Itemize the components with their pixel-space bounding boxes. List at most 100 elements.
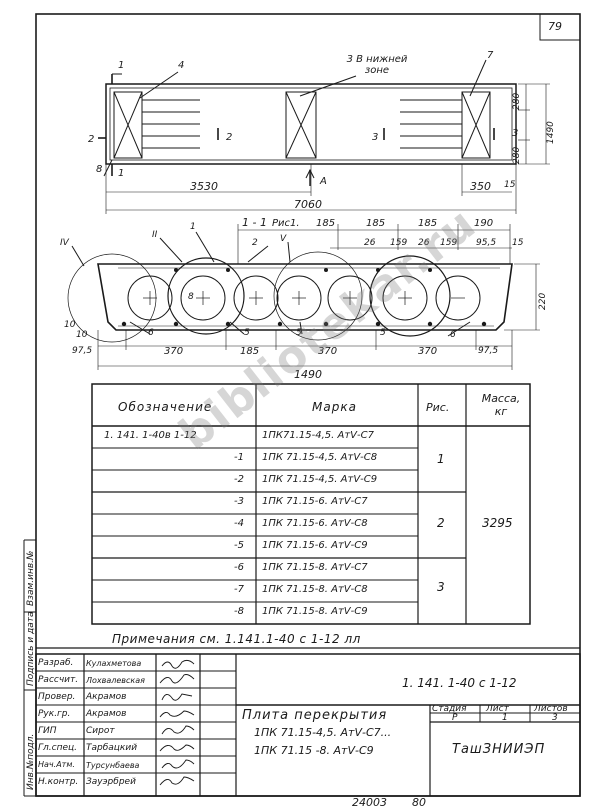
- role-name: Тарбацкий: [86, 743, 138, 753]
- notes-line: Примечания см. 1.141.1-40 с 1-12 лл: [112, 632, 361, 646]
- top-dim-2: 185: [366, 218, 386, 229]
- fig-group-3: 3: [437, 580, 445, 594]
- product-line-2: 1ПК 71.15-4,5. АтⅤ-С7...: [254, 726, 392, 739]
- section-mark-1-left: 1: [118, 60, 125, 71]
- callout-5-mid: 5: [296, 328, 302, 338]
- organization: ТашЗНИИЭП: [452, 742, 546, 757]
- row-designation: -5: [234, 540, 244, 551]
- role-name: Кулахметова: [86, 659, 142, 668]
- row-mark: 1ПК 71.15-8. АтⅤ-С9: [262, 606, 368, 617]
- sheet-value: 1: [502, 713, 508, 723]
- dim-97-5-right: 97,5: [478, 346, 499, 356]
- product-line-3: 1ПК 71.15 -8. АтⅤ-С9: [254, 744, 374, 757]
- row-mark: 1ПК 71.15-8. АтⅤ-С8: [262, 584, 368, 595]
- mid-dim-159a: 159: [390, 238, 408, 248]
- section-mark-2-right: 2: [226, 132, 233, 143]
- role-label: Н.контр.: [38, 777, 79, 787]
- role-label: Разраб.: [38, 658, 74, 668]
- mid-dim-15: 15: [512, 238, 524, 248]
- row-designation: -2: [234, 474, 244, 485]
- sheets-label: Листов: [534, 704, 568, 714]
- footer-page: 80: [412, 796, 426, 809]
- mark-ii: II: [152, 230, 158, 240]
- col-header-mark: Марка: [312, 400, 357, 414]
- role-name: Акрамов: [86, 709, 127, 719]
- row-designation: -4: [234, 518, 244, 529]
- col-header-designation: Обозначение: [118, 400, 213, 414]
- row-mark: 1ПК71.15-4,5. АтⅤ-С7: [262, 430, 374, 441]
- callout-2-section: 2: [252, 238, 258, 248]
- view-a-label: A: [320, 176, 327, 187]
- callout-5-left: 5: [244, 328, 250, 338]
- cross-section: [67, 224, 540, 370]
- sheets-value: 3: [552, 713, 558, 723]
- mid-dim-159b: 159: [440, 238, 458, 248]
- row-designation: -3: [234, 496, 244, 507]
- page-number: 79: [548, 20, 562, 33]
- page-number-box: [539, 14, 580, 41]
- dim-370-b: 370: [318, 346, 338, 357]
- role-label: Провер.: [38, 692, 76, 702]
- row-mark: 1ПК 71.15-6. АтⅤ-С8: [262, 518, 368, 529]
- row-designation: -7: [234, 584, 244, 595]
- role-label: ГИП: [38, 726, 57, 736]
- dim-185: 185: [240, 346, 260, 357]
- callout-6-left: 6: [148, 328, 154, 338]
- dim-370-a: 370: [164, 346, 184, 357]
- top-dim-1: 185: [316, 218, 336, 229]
- stage-label: Стадия: [432, 704, 467, 714]
- product-title: Плита перекрытия: [242, 708, 388, 723]
- callout-1-section: 1: [190, 222, 196, 232]
- row-designation: -1: [234, 452, 244, 463]
- mark-v: V: [280, 234, 287, 244]
- top-dim-4: 190: [474, 218, 494, 229]
- section-title: 1 - 1: [242, 216, 267, 229]
- plan-view: [98, 59, 550, 214]
- spec-table-lines: [91, 383, 531, 625]
- role-label: Рук.гр.: [38, 709, 71, 719]
- callout-7: 7: [487, 50, 494, 61]
- mid-dim-95-5: 95,5: [476, 238, 497, 248]
- dim-350: 350: [470, 180, 491, 193]
- row-mark: 1ПК 71.15-4,5. АтⅤ-С8: [262, 452, 378, 463]
- dim-15-plan: 15: [504, 180, 516, 190]
- figure-label: Рис1.: [272, 218, 300, 229]
- sheet-label: Лист: [486, 704, 509, 714]
- stage-value: Р: [452, 713, 458, 723]
- section-mark-1-right: 1: [118, 168, 125, 179]
- section-mark-3-left: 3: [372, 132, 379, 143]
- mid-dim-26b: 26: [418, 238, 430, 248]
- role-name: Акрамов: [86, 692, 127, 702]
- top-dim-3: 185: [418, 218, 438, 229]
- row-designation: 1. 141. 1-40в 1-12: [104, 430, 197, 441]
- dim-370-c: 370: [418, 346, 438, 357]
- note-bottom-zone: 3 В нижней зоне: [346, 54, 408, 76]
- role-label: Рассчит.: [38, 675, 79, 685]
- title-block-lines: [35, 647, 581, 797]
- footer-number: 24003: [352, 796, 387, 809]
- role-label: Нач.Атм.: [38, 760, 75, 769]
- section-mark-2-left: 2: [88, 134, 95, 145]
- callout-10: 10: [64, 320, 76, 330]
- row-mark: 1ПК 71.15-4,5. АтⅤ-С9: [262, 474, 378, 485]
- dim-3530: 3530: [190, 180, 218, 193]
- row-mark: 1ПК 71.15-6. АтⅤ-С9: [262, 540, 368, 551]
- row-designation: -8: [234, 606, 244, 617]
- fig-group-1: 1: [437, 452, 445, 466]
- row-mark: 1ПК 71.15-8. АтⅤ-С7: [262, 562, 368, 573]
- callout-5-right: 5: [380, 328, 386, 338]
- callout-4: 4: [178, 60, 185, 71]
- col-header-mass: Масса, кг: [481, 392, 521, 418]
- callout-6-right: 6: [450, 330, 456, 340]
- role-name: Зауэрбрей: [86, 777, 136, 787]
- callout-8: 8: [96, 164, 103, 175]
- mass-value: 3295: [482, 516, 513, 530]
- row-designation: -6: [234, 562, 244, 573]
- callout-8-section: 8: [188, 292, 194, 302]
- doc-code: 1. 141. 1-40 с 1-12: [402, 676, 517, 690]
- mid-dim-26a: 26: [364, 238, 376, 248]
- row-mark: 1ПК 71.15-6. АтⅤ-С7: [262, 496, 368, 507]
- section-mark-3-right: 3: [512, 128, 519, 139]
